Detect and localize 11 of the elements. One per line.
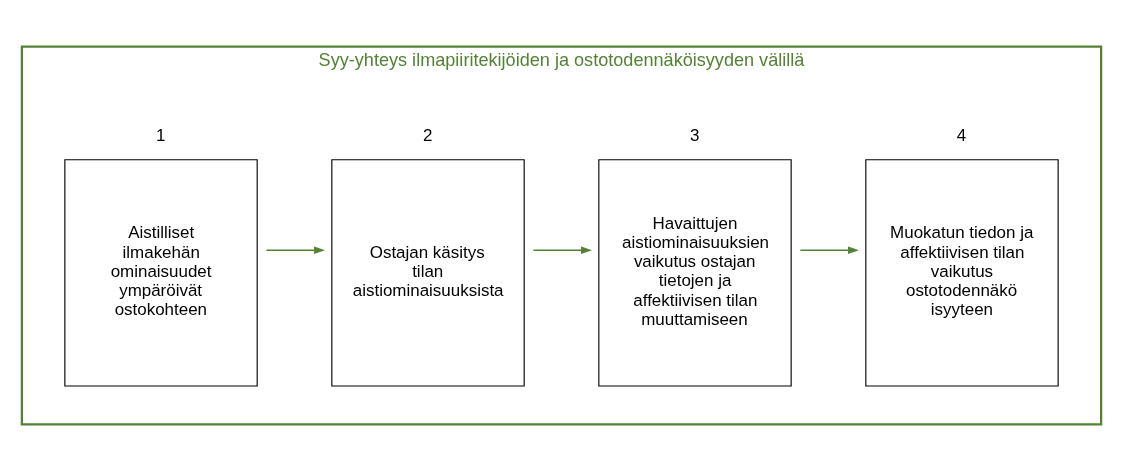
- node-label: 2: [422, 125, 433, 145]
- arrow: [265, 245, 325, 254]
- node-label: 4: [956, 125, 967, 145]
- node-box: Aistilliset ilmakehän ominaisuudet ympäröivät ostokohteen: [64, 158, 258, 387]
- node-label: 1: [155, 125, 166, 145]
- arrow: [799, 245, 859, 254]
- node-box: Ostajan käsitys tilan aistiominaisuuksista: [331, 158, 525, 387]
- arrow: [532, 245, 592, 254]
- node-label: 3: [689, 125, 700, 145]
- node-box: Havaittujen aistiominaisuuksien vaikutus ostajan tietojen ja affektiivisen tilan muuttamiseen: [598, 158, 792, 387]
- node-box: Muokatun tiedon ja affektiivisen tilan vaikutus ostotodennäkö isyyteen: [865, 158, 1059, 387]
